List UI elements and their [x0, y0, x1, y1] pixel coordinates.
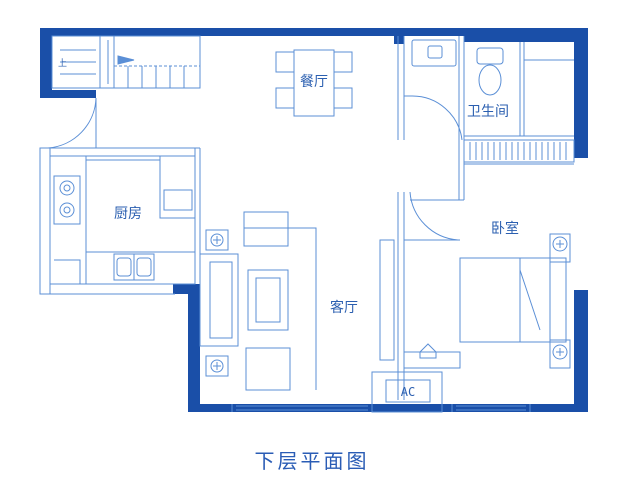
floor-plan: 餐厅 卫生间 厨房 卧室 客厅 AC 上 [39, 28, 588, 413]
ac-label: AC [401, 385, 415, 399]
bathroom-fixtures [404, 39, 575, 163]
room-label-dining: 餐厅 [300, 74, 328, 90]
room-label-bathroom: 卫生间 [467, 104, 509, 120]
kitchen-fixtures [49, 155, 196, 285]
room-label-living: 客厅 [330, 299, 358, 316]
bed [459, 233, 571, 369]
radiator-rail [469, 142, 567, 160]
bottom-windows [231, 404, 531, 412]
plan-caption: 下层平面图 [254, 449, 370, 473]
bedroom-door [403, 191, 460, 241]
entry-door [47, 97, 97, 149]
staircase [51, 35, 201, 89]
stair-up-mark: 上 [58, 58, 67, 69]
room-label-bedroom: 卧室 [491, 220, 519, 237]
room-label-kitchen: 厨房 [114, 206, 142, 222]
dining-table [275, 49, 353, 117]
ac-unit [371, 343, 461, 413]
exterior-walls [40, 28, 588, 412]
living-furniture [199, 211, 395, 391]
